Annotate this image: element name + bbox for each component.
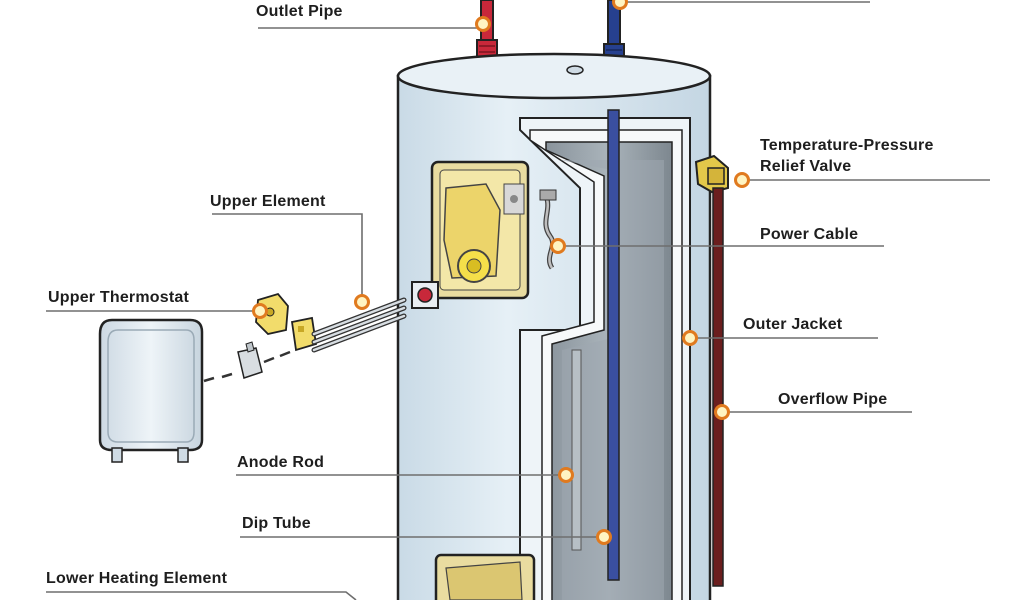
- marker-outer-jacket: [682, 330, 698, 346]
- marker-trp-valve: [734, 172, 750, 188]
- label-outlet-pipe: Outlet Pipe: [256, 3, 343, 20]
- marker-upper-thermostat: [252, 303, 268, 319]
- label-outer-jacket: Outer Jacket: [743, 316, 843, 333]
- label-lower-heating-element: Lower Heating Element: [46, 570, 228, 587]
- label-trp-valve-line2: Relief Valve: [760, 158, 852, 175]
- element-port: [411, 281, 439, 309]
- relief-valve: [694, 154, 729, 194]
- leader-outlet-pipe: [258, 24, 484, 29]
- marker-inlet-pipe: [612, 0, 628, 10]
- label-power-cable: Power Cable: [760, 226, 859, 243]
- anode-rod: [571, 349, 582, 551]
- leader-upper-element: [212, 213, 363, 300]
- callout-markers: [252, 0, 750, 545]
- upper-access-panel: [430, 160, 530, 300]
- power-cable: [539, 189, 557, 270]
- label-trp-valve-line1: Temperature-Pressure: [760, 137, 934, 154]
- upper-element-part: [311, 297, 407, 353]
- label-anode-rod: Anode Rod: [237, 454, 325, 471]
- leader-lines: [46, 1, 990, 601]
- label-overflow-pipe: Overflow Pipe: [778, 391, 888, 408]
- marker-dip-tube: [596, 529, 612, 545]
- screws: [203, 350, 291, 383]
- overflow-pipe-shape: [712, 187, 724, 587]
- label-upper-thermostat: Upper Thermostat: [48, 289, 189, 306]
- upper-thermostat-part: [255, 292, 318, 352]
- marker-outlet-pipe: [475, 16, 491, 32]
- marker-anode-rod: [558, 467, 574, 483]
- access-cover: [98, 318, 204, 463]
- label-upper-element: Upper Element: [210, 193, 326, 210]
- element-bracket: [237, 341, 263, 379]
- dip-tube: [607, 109, 620, 581]
- marker-overflow-pipe: [714, 404, 730, 420]
- lower-access-panel: [434, 553, 536, 605]
- label-dip-tube: Dip Tube: [242, 515, 311, 532]
- marker-power-cable: [550, 238, 566, 254]
- leader-lower-element: [46, 591, 357, 601]
- marker-upper-element: [354, 294, 370, 310]
